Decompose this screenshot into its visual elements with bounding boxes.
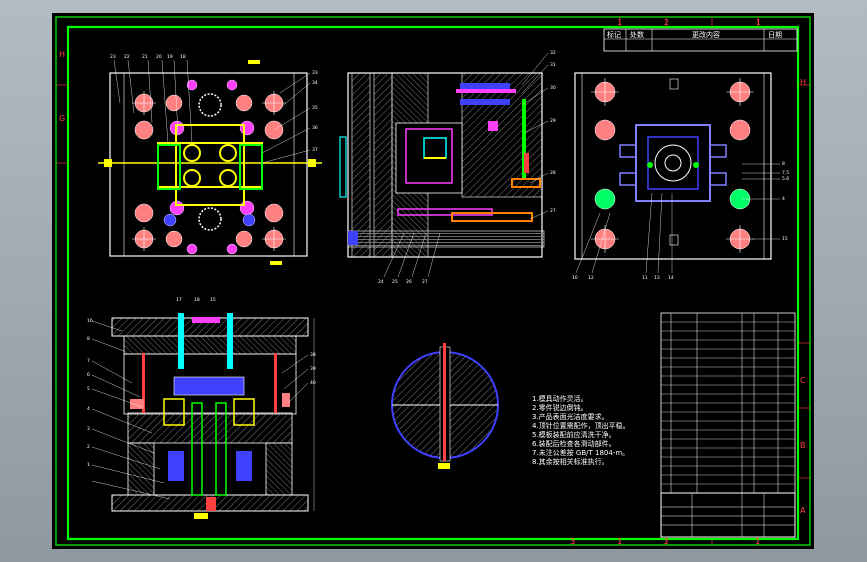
plan-view-fixed-half: 8 7.55.6 4 15 10 12 11 13 14	[572, 72, 789, 281]
svg-text:19: 19	[167, 54, 173, 60]
zone-right-3: B	[800, 441, 806, 450]
svg-text:22: 22	[124, 54, 130, 60]
svg-text:24: 24	[378, 279, 384, 285]
outer-frame	[55, 16, 811, 546]
svg-text:35: 35	[312, 105, 318, 111]
title-block	[660, 492, 796, 538]
svg-text:25: 25	[392, 279, 398, 285]
zone-top-3: 1	[756, 18, 761, 27]
detail-view-circle	[391, 343, 499, 469]
svg-text:7: 7	[87, 358, 90, 364]
note-4: 4.顶针位置需配作，顶出平稳。	[532, 421, 630, 430]
svg-text:5: 5	[87, 386, 90, 392]
svg-text:18: 18	[194, 297, 200, 303]
svg-text:29: 29	[550, 118, 556, 124]
note-1: 1.模具动作灵活。	[532, 394, 588, 403]
svg-text:1: 1	[87, 462, 90, 468]
svg-text:20: 20	[156, 54, 162, 60]
technical-notes: 1.模具动作灵活。 2.零件锐边倒钝。 3.产品表面光洁度要求。 4.顶针位置需…	[532, 394, 630, 466]
svg-text:7.5: 7.5	[782, 170, 789, 176]
zone-bottom-1: 3	[570, 537, 575, 546]
svg-text:32: 32	[550, 50, 556, 56]
zone-bottom-2: 1	[617, 537, 622, 546]
side-section-view: 32 31 30 29 28 27 24 25 26 27	[339, 50, 556, 285]
zone-bottom-4: 1	[755, 537, 760, 546]
svg-text:37: 37	[312, 147, 318, 153]
zone-bottom-3: 2	[664, 537, 669, 546]
note-3: 3.产品表面光洁度要求。	[532, 412, 609, 421]
svg-text:34: 34	[312, 80, 318, 86]
svg-text:31: 31	[550, 62, 556, 68]
zone-markers	[56, 17, 810, 545]
revision-header-mark: 标记	[607, 30, 621, 39]
inner-frame	[66, 25, 800, 541]
revision-header-date: 日期	[768, 31, 782, 39]
svg-text:4: 4	[782, 196, 785, 202]
svg-text:6: 6	[87, 372, 90, 378]
drawing-sheet: 1 2 1 3 1 2 1 H G H C B A 标记 处数 更改内容 日期	[52, 13, 814, 549]
zone-right-4: A	[800, 506, 806, 515]
svg-text:10: 10	[572, 275, 578, 281]
svg-text:17: 17	[176, 297, 182, 303]
svg-text:3: 3	[87, 426, 90, 432]
svg-text:21: 21	[142, 54, 148, 60]
svg-text:39: 39	[310, 366, 316, 372]
note-7: 7.未注公差按 GB/T 1804-m。	[532, 448, 629, 457]
parts-list-table	[660, 312, 796, 494]
revision-header-content: 更改内容	[692, 30, 720, 39]
svg-text:26: 26	[406, 279, 412, 285]
svg-text:2: 2	[87, 444, 90, 450]
svg-text:4: 4	[87, 406, 90, 412]
svg-text:40: 40	[310, 380, 316, 386]
zone-left-2: G	[59, 114, 65, 123]
zone-right-2: C	[800, 376, 806, 385]
front-section-view: 16 8 7 6 5 4 3 2 1 38 39 40 17 18 15	[87, 297, 316, 519]
svg-text:27: 27	[422, 279, 428, 285]
svg-text:5.6: 5.6	[782, 176, 789, 182]
svg-text:8: 8	[87, 336, 90, 342]
note-2: 2.零件锐边倒钝。	[532, 403, 588, 412]
svg-text:30: 30	[550, 85, 556, 91]
svg-text:36: 36	[312, 125, 318, 131]
svg-text:15: 15	[782, 236, 788, 242]
revision-table	[603, 28, 798, 52]
svg-text:16: 16	[87, 318, 93, 324]
svg-text:38: 38	[310, 352, 316, 358]
svg-text:15: 15	[210, 297, 216, 303]
zone-top-2: 2	[664, 18, 669, 27]
svg-text:27: 27	[550, 208, 556, 214]
svg-text:18: 18	[180, 54, 186, 60]
svg-text:33: 33	[312, 70, 318, 76]
note-5: 5.模板装配前应清洗干净。	[532, 430, 616, 439]
plan-view-moving-half: 23 22 21 20 19 18 33 34 35 36 37	[98, 54, 322, 265]
note-8: 8.其余按相关标准执行。	[532, 457, 609, 466]
revision-header-count: 处数	[630, 30, 644, 39]
svg-text:13: 13	[654, 275, 660, 281]
svg-text:12: 12	[588, 275, 594, 281]
svg-text:23: 23	[110, 54, 116, 60]
svg-text:14: 14	[668, 275, 674, 281]
zone-top-1: 1	[617, 18, 622, 27]
svg-text:8: 8	[782, 161, 785, 167]
svg-text:28: 28	[550, 170, 556, 176]
svg-text:11: 11	[642, 275, 648, 281]
zone-right-1: H	[800, 78, 806, 87]
note-6: 6.装配后检查各滑动部件。	[532, 439, 616, 448]
zone-left-1: H	[59, 50, 65, 59]
